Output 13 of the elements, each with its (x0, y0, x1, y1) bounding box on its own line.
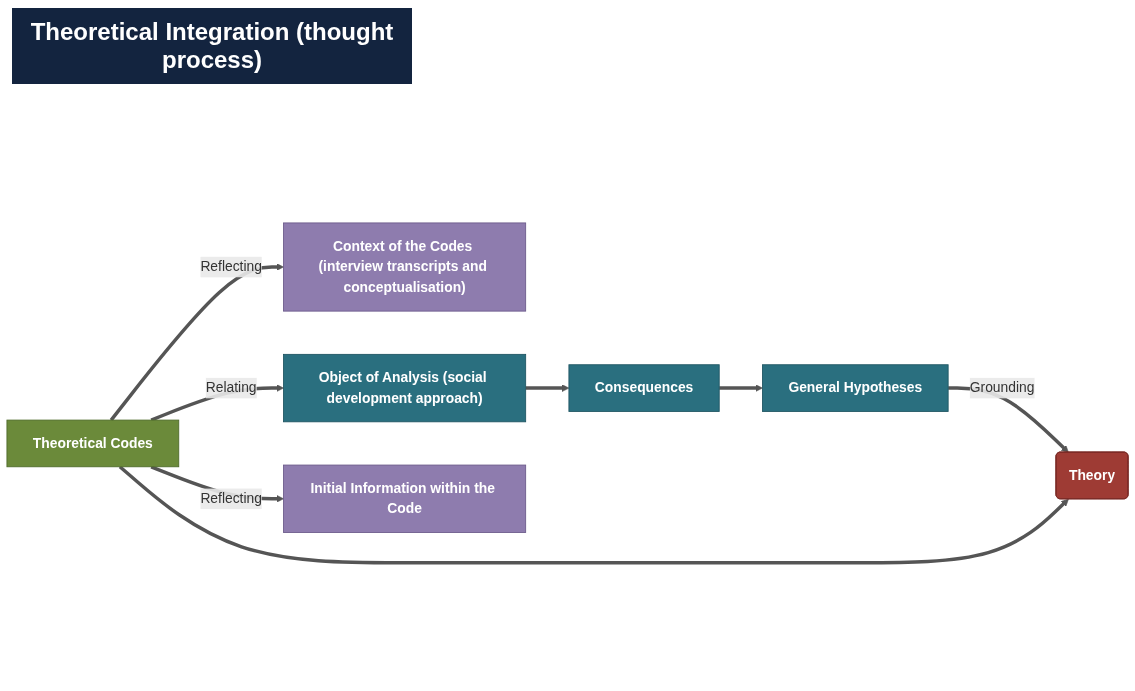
node-box: Theoretical Codes (6, 419, 180, 467)
node-box: Context of the Codes (interview transcripts and conceptualisation) (283, 222, 527, 312)
title-banner: Theoretical Integration (thought process) (12, 8, 412, 84)
arrow (525, 383, 570, 392)
edge-label: Reflecting (200, 490, 262, 506)
node-box: General Hypotheses (762, 363, 949, 412)
node-box: Consequences (568, 363, 720, 412)
edge-label: Grounding (969, 379, 1035, 395)
edge-label: Reflecting (200, 258, 262, 274)
edge-label: Relating (205, 379, 257, 395)
arrow (719, 383, 763, 392)
node-box: Initial Information within the Code (283, 464, 527, 533)
node-box: Object of Analysis (social development approach) (283, 353, 527, 422)
